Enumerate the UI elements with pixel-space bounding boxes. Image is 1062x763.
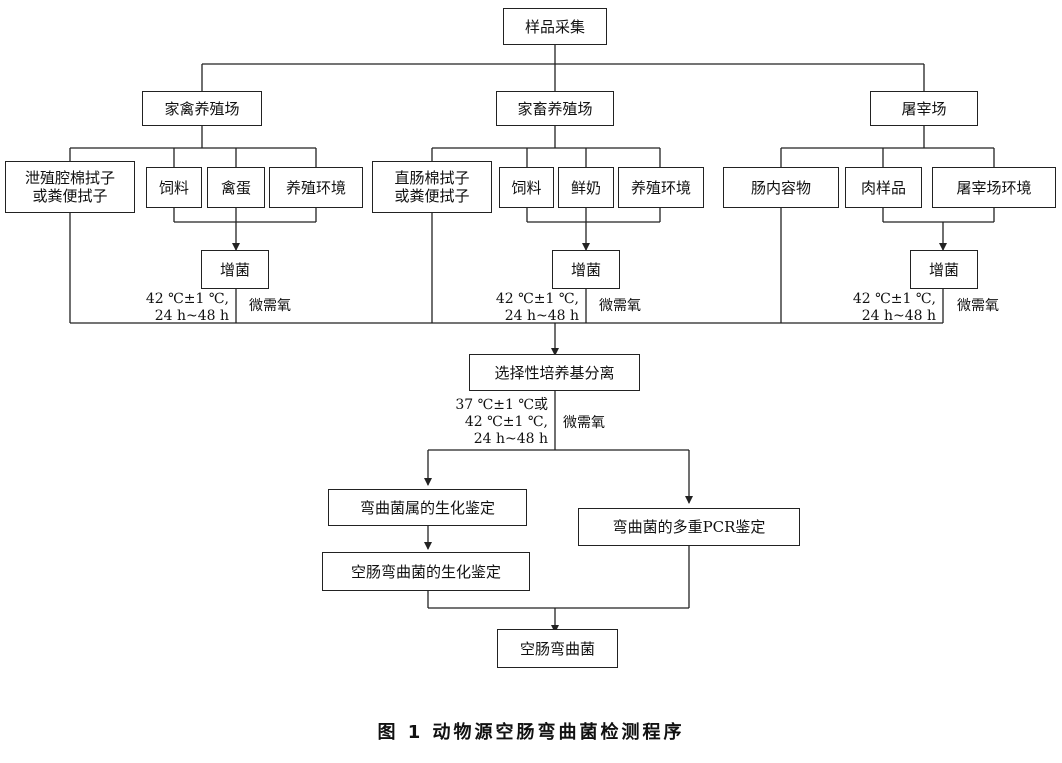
connector-poultry-branch (69, 125, 317, 168)
enrichment-condition-slaughter: 42 ℃±1 ℃, 24 h~48 h (852, 291, 936, 324)
poultry-farm-node: 家禽养殖场 (142, 91, 262, 126)
cloacal-swab-node: 泄殖腔棉拭子 或粪便拭子 (5, 161, 135, 213)
livestock-feed-node: 饲料 (499, 167, 554, 208)
figure-caption: 图 1 动物源空肠弯曲菌检测程序 (377, 722, 685, 743)
microaerobic-label-poultry: 微需氧 (249, 298, 291, 314)
connector-sample-to-sites (201, 44, 925, 92)
connector-swab-direct (69, 207, 782, 323)
poultry-environment-node: 养殖环境 (269, 167, 363, 208)
multiplex-pcr-node: 弯曲菌的多重PCR鉴定 (578, 508, 800, 546)
slaughter-environment-node: 屠宰场环境 (932, 167, 1056, 208)
connector-livestock-branch (431, 125, 661, 168)
poultry-feed-node: 饲料 (146, 167, 202, 208)
isolation-condition-label: 37 ℃±1 ℃或 42 ℃±1 ℃, 24 h~48 h (455, 397, 548, 447)
enrichment-node-poultry: 增菌 (201, 250, 269, 289)
connector-jejuni-merge (427, 545, 690, 609)
enrichment-condition-livestock: 42 ℃±1 ℃, 24 h~48 h (495, 291, 579, 324)
result-node: 空肠弯曲菌 (497, 629, 618, 668)
meat-samples-node: 肉样品 (845, 167, 922, 208)
microaerobic-label-slaughter: 微需氧 (957, 298, 999, 314)
connector-slaughter-to-enrich (882, 207, 995, 250)
genus-biochem-node: 弯曲菌属的生化鉴定 (328, 489, 527, 526)
poultry-egg-node: 禽蛋 (207, 167, 265, 208)
slaughterhouse-node: 屠宰场 (870, 91, 978, 126)
selective-isolation-node: 选择性培养基分离 (469, 354, 640, 391)
connector-isolation-split (428, 390, 689, 451)
connector-livestock-to-enrich (526, 207, 661, 250)
microaerobic-label-livestock: 微需氧 (599, 298, 641, 314)
enrichment-node-livestock: 增菌 (552, 250, 620, 289)
livestock-farm-node: 家畜养殖场 (496, 91, 614, 126)
intestinal-contents-node: 肠内容物 (723, 167, 839, 208)
sample-collection-node: 样品采集 (503, 8, 607, 45)
jejuni-biochem-node: 空肠弯曲菌的生化鉴定 (322, 552, 530, 591)
connector-poultry-to-enrich (173, 207, 317, 250)
livestock-environment-node: 养殖环境 (618, 167, 704, 208)
enrichment-node-slaughter: 增菌 (910, 250, 978, 289)
microaerobic-label-isolation: 微需氧 (563, 415, 605, 431)
connector-slaughter-branch (780, 125, 995, 168)
fresh-milk-node: 鲜奶 (558, 167, 614, 208)
enrichment-condition-poultry: 42 ℃±1 ℃, 24 h~48 h (145, 291, 229, 324)
rectal-swab-node: 直肠棉拭子 或粪便拭子 (372, 161, 492, 213)
